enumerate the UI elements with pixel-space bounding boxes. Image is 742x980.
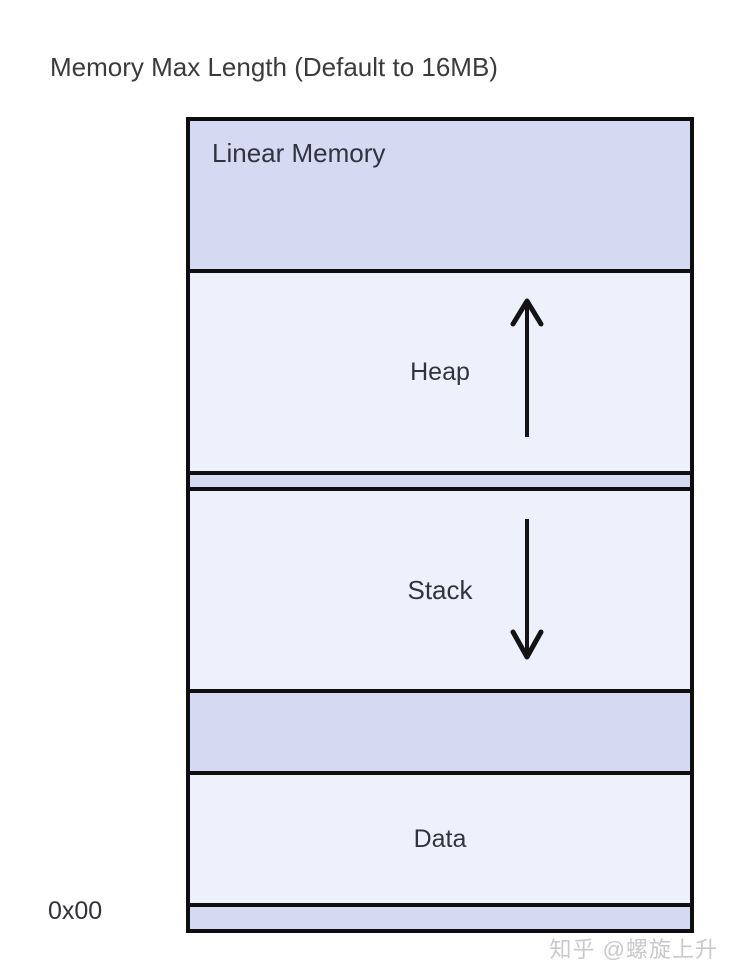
section-data: Data <box>190 771 690 903</box>
up-arrow-icon <box>510 298 544 437</box>
section-stack: Stack <box>190 487 690 689</box>
heap-stack-divider-band <box>190 471 690 487</box>
stack-data-band <box>190 689 690 771</box>
section-heap: Heap <box>190 269 690 471</box>
base-band <box>190 903 690 929</box>
section-linear-memory: Linear Memory <box>190 121 690 269</box>
heap-label: Heap <box>410 357 470 386</box>
diagram-title: Memory Max Length (Default to 16MB) <box>50 52 498 82</box>
data-label: Data <box>413 824 467 853</box>
origin-address-label: 0x00 <box>48 897 103 925</box>
stack-label: Stack <box>407 574 473 605</box>
linear-memory-box: Linear Memory Heap Stack Data <box>186 117 694 933</box>
watermark: 知乎 @螺旋上升 <box>549 937 718 962</box>
linear-memory-label: Linear Memory <box>212 138 386 168</box>
down-arrow-icon <box>510 519 544 660</box>
